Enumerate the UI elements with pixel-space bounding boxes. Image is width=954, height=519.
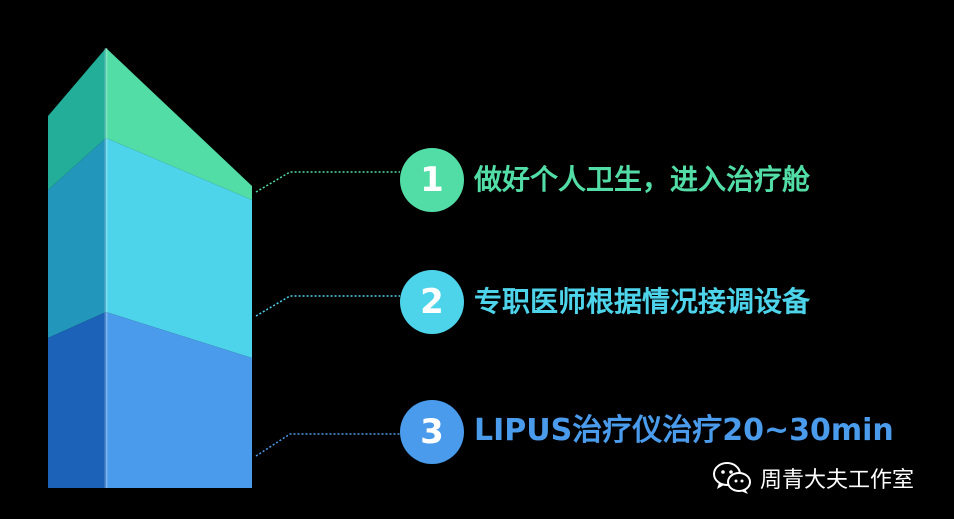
- connector-line-2: [255, 295, 400, 317]
- prism-blue-front: [106, 312, 252, 488]
- connector-line-1: [255, 171, 400, 193]
- step-3-text: LIPUS治疗仪治疗20~30min: [474, 413, 894, 448]
- prism-green-side: [48, 48, 106, 190]
- step-1-text: 做好个人卫生，进入治疗舱: [474, 163, 811, 196]
- step-1-number: 1: [420, 160, 444, 200]
- prism-cyan-side: [48, 138, 106, 338]
- step-3-number: 3: [420, 412, 444, 452]
- step-2-number: 2: [420, 282, 444, 322]
- step-3-badge: 3: [400, 400, 464, 464]
- connector-line-3: [255, 433, 400, 457]
- prism-cyan-front: [106, 138, 252, 358]
- watermark: 周青大夫工作室: [712, 458, 914, 498]
- step-2-badge: 2: [400, 270, 464, 334]
- step-2-text: 专职医师根据情况接调设备: [474, 285, 811, 318]
- watermark-text: 周青大夫工作室: [760, 468, 915, 493]
- prism-green-front: [106, 48, 252, 200]
- wechat-icon: [713, 462, 751, 494]
- prism-blue-side: [48, 312, 106, 488]
- step-1-badge: 1: [400, 148, 464, 212]
